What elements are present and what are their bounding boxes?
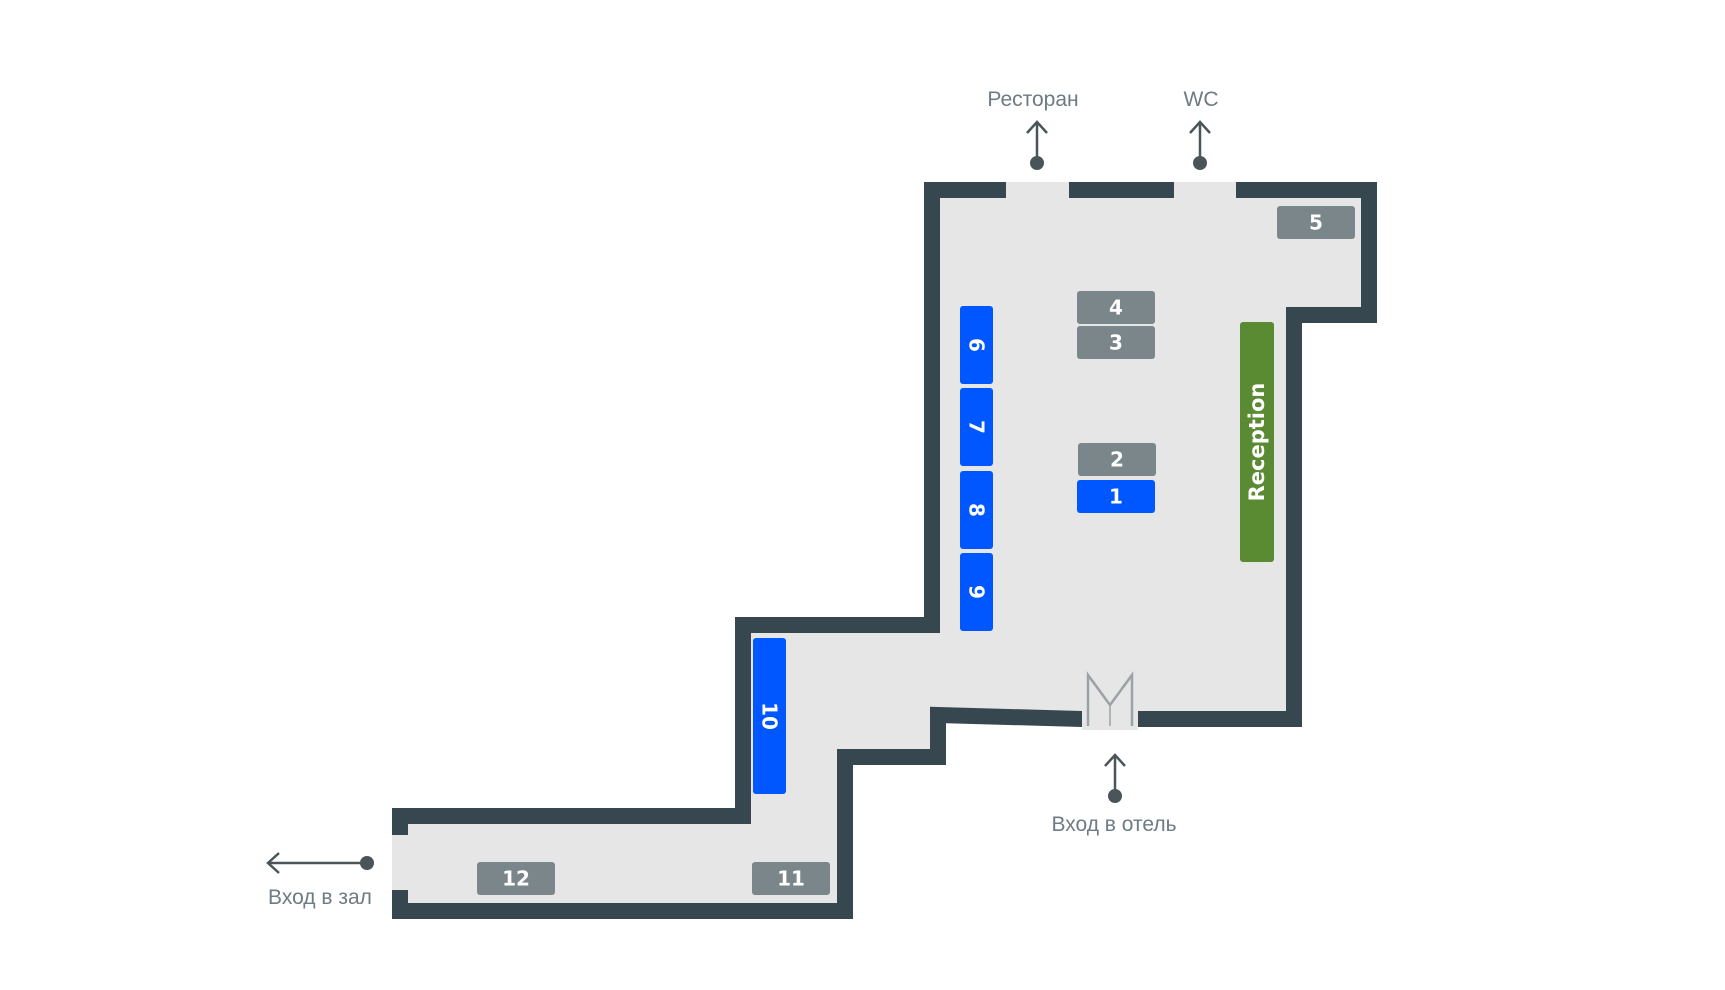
hotel-entrance-arrow[interactable] [1104,753,1126,803]
booth-9-shape[interactable] [960,553,993,631]
booth-12-label: 12 [502,867,530,891]
booth-8-label: 8 [965,503,989,517]
reception-label: Reception [1245,383,1269,502]
hall-doorway [392,835,408,890]
booth-7-label: 7 [965,420,989,434]
booth-11-label: 11 [777,867,805,891]
booth-11-shape[interactable] [752,862,830,895]
hall-entrance-arrow[interactable] [266,852,374,874]
booth-9[interactable]: 9 [960,553,993,631]
booth-9-label: 9 [965,585,989,599]
booth-10-label: 10 [758,702,782,730]
booths: 1 2 3 4 5 6 7 8 9 10 11 12 [477,206,1355,895]
booth-7-shape[interactable] [960,388,993,466]
booth-6[interactable]: 6 [960,306,993,384]
booth-11[interactable]: 11 [752,862,830,895]
booth-4-label: 4 [1109,296,1123,320]
booth-1[interactable]: 1 [1077,480,1155,513]
booth-5-label: 5 [1309,211,1323,235]
booth-7[interactable]: 7 [960,388,993,466]
booth-8-shape[interactable] [960,471,993,549]
booth-2-label: 2 [1110,448,1124,472]
hall-entrance-label: Вход в зал [268,886,372,909]
restaurant-label: Ресторан [987,88,1078,111]
restaurant-exit-arrow[interactable] [1026,120,1048,170]
booth-8[interactable]: 8 [960,471,993,549]
booth-6-label: 6 [965,338,989,352]
hotel-entrance-door[interactable] [1082,671,1138,730]
booth-5[interactable]: 5 [1277,206,1355,239]
wc-doorway [1174,182,1236,198]
booth-5-shape[interactable] [1277,206,1355,239]
booth-3-shape[interactable] [1077,326,1155,359]
booth-1-shape[interactable] [1077,480,1155,513]
hotel-entrance-label: Вход в отель [1051,813,1176,836]
floor-area [400,190,1369,911]
wc-exit-arrow[interactable] [1189,120,1211,170]
booth-4-shape[interactable] [1077,291,1155,324]
booth-1-label: 1 [1109,485,1123,509]
booth-12[interactable]: 12 [477,862,555,895]
booth-12-shape[interactable] [477,862,555,895]
wc-label: WC [1184,88,1219,111]
booth-10[interactable]: 10 [753,638,786,794]
booth-3-label: 3 [1109,331,1123,355]
booth-4[interactable]: 4 [1077,291,1155,324]
booth-2[interactable]: 2 [1078,443,1156,476]
booth-3[interactable]: 3 [1077,326,1155,359]
booth-10-shape[interactable] [753,638,786,794]
restaurant-doorway [1006,182,1069,198]
walls [392,182,1377,919]
reception-desk[interactable]: Reception [1240,322,1274,562]
booth-6-shape[interactable] [960,306,993,384]
booth-2-shape[interactable] [1078,443,1156,476]
